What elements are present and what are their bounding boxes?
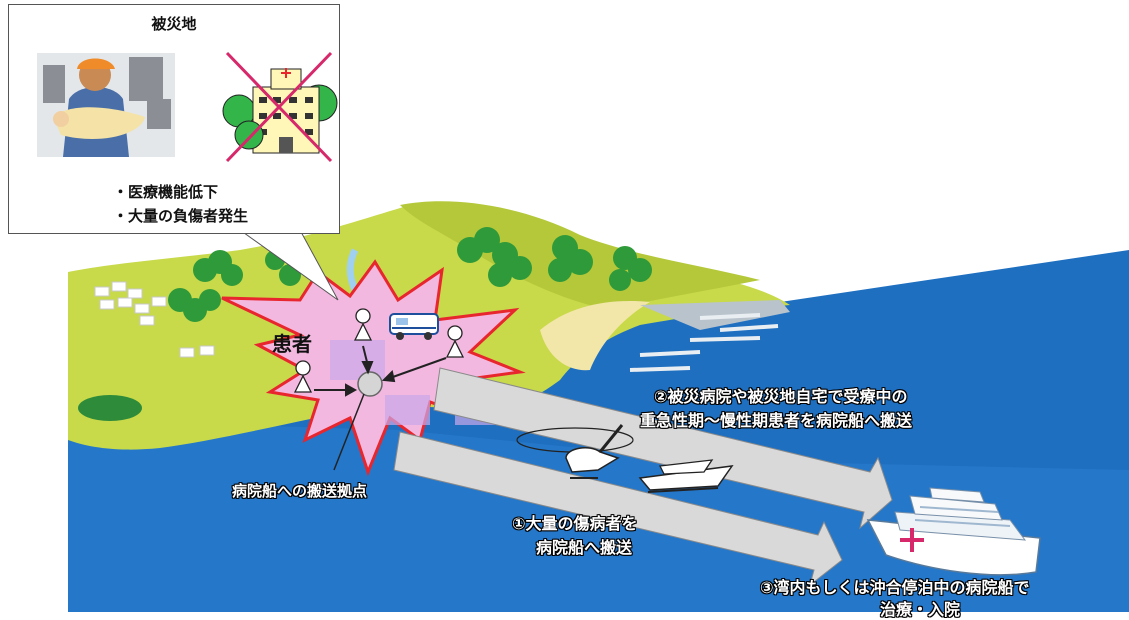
route-arrow-1 [393, 431, 843, 587]
forest [168, 227, 652, 322]
patient-icon [293, 308, 465, 393]
route1-label-line1: ①大量の傷病者を [512, 514, 638, 533]
patients-label: 患者 [272, 332, 312, 356]
callout-illustrations [37, 51, 338, 163]
route2-label-line2: 重急性期～慢性期患者を病院船へ搬送 [640, 411, 913, 430]
harbour-piers [629, 313, 779, 372]
houses [94, 281, 215, 358]
ferry-icon [638, 459, 734, 493]
callout-bullet: ・大量の負傷者発生 [113, 207, 249, 225]
route1-label-line2: 病院船へ搬送 [536, 538, 633, 557]
transport-hub-label: 病院船への搬送拠点 [232, 482, 368, 500]
transport-hub-marker [357, 371, 383, 397]
route-arrow-2 [433, 367, 893, 530]
disaster-area-callout: 被災地 [8, 4, 340, 234]
ambulance-icon [389, 313, 439, 340]
collapsed-hospital-icon [222, 51, 338, 163]
callout-title: 被災地 [151, 15, 197, 33]
hospital-ship-icon [866, 487, 1041, 576]
rescuer-icon [37, 53, 175, 157]
callout-bullet: ・医療機能低下 [113, 183, 219, 201]
pond [78, 395, 142, 421]
route3-label-line1: ③湾内もしくは沖合停泊中の病院船で [760, 578, 1030, 597]
helicopter-icon [516, 424, 634, 479]
route3-label-line2: 治療・入院 [880, 600, 961, 619]
route2-label-line1: ②被災病院や被災地自宅で受療中の [654, 387, 908, 406]
